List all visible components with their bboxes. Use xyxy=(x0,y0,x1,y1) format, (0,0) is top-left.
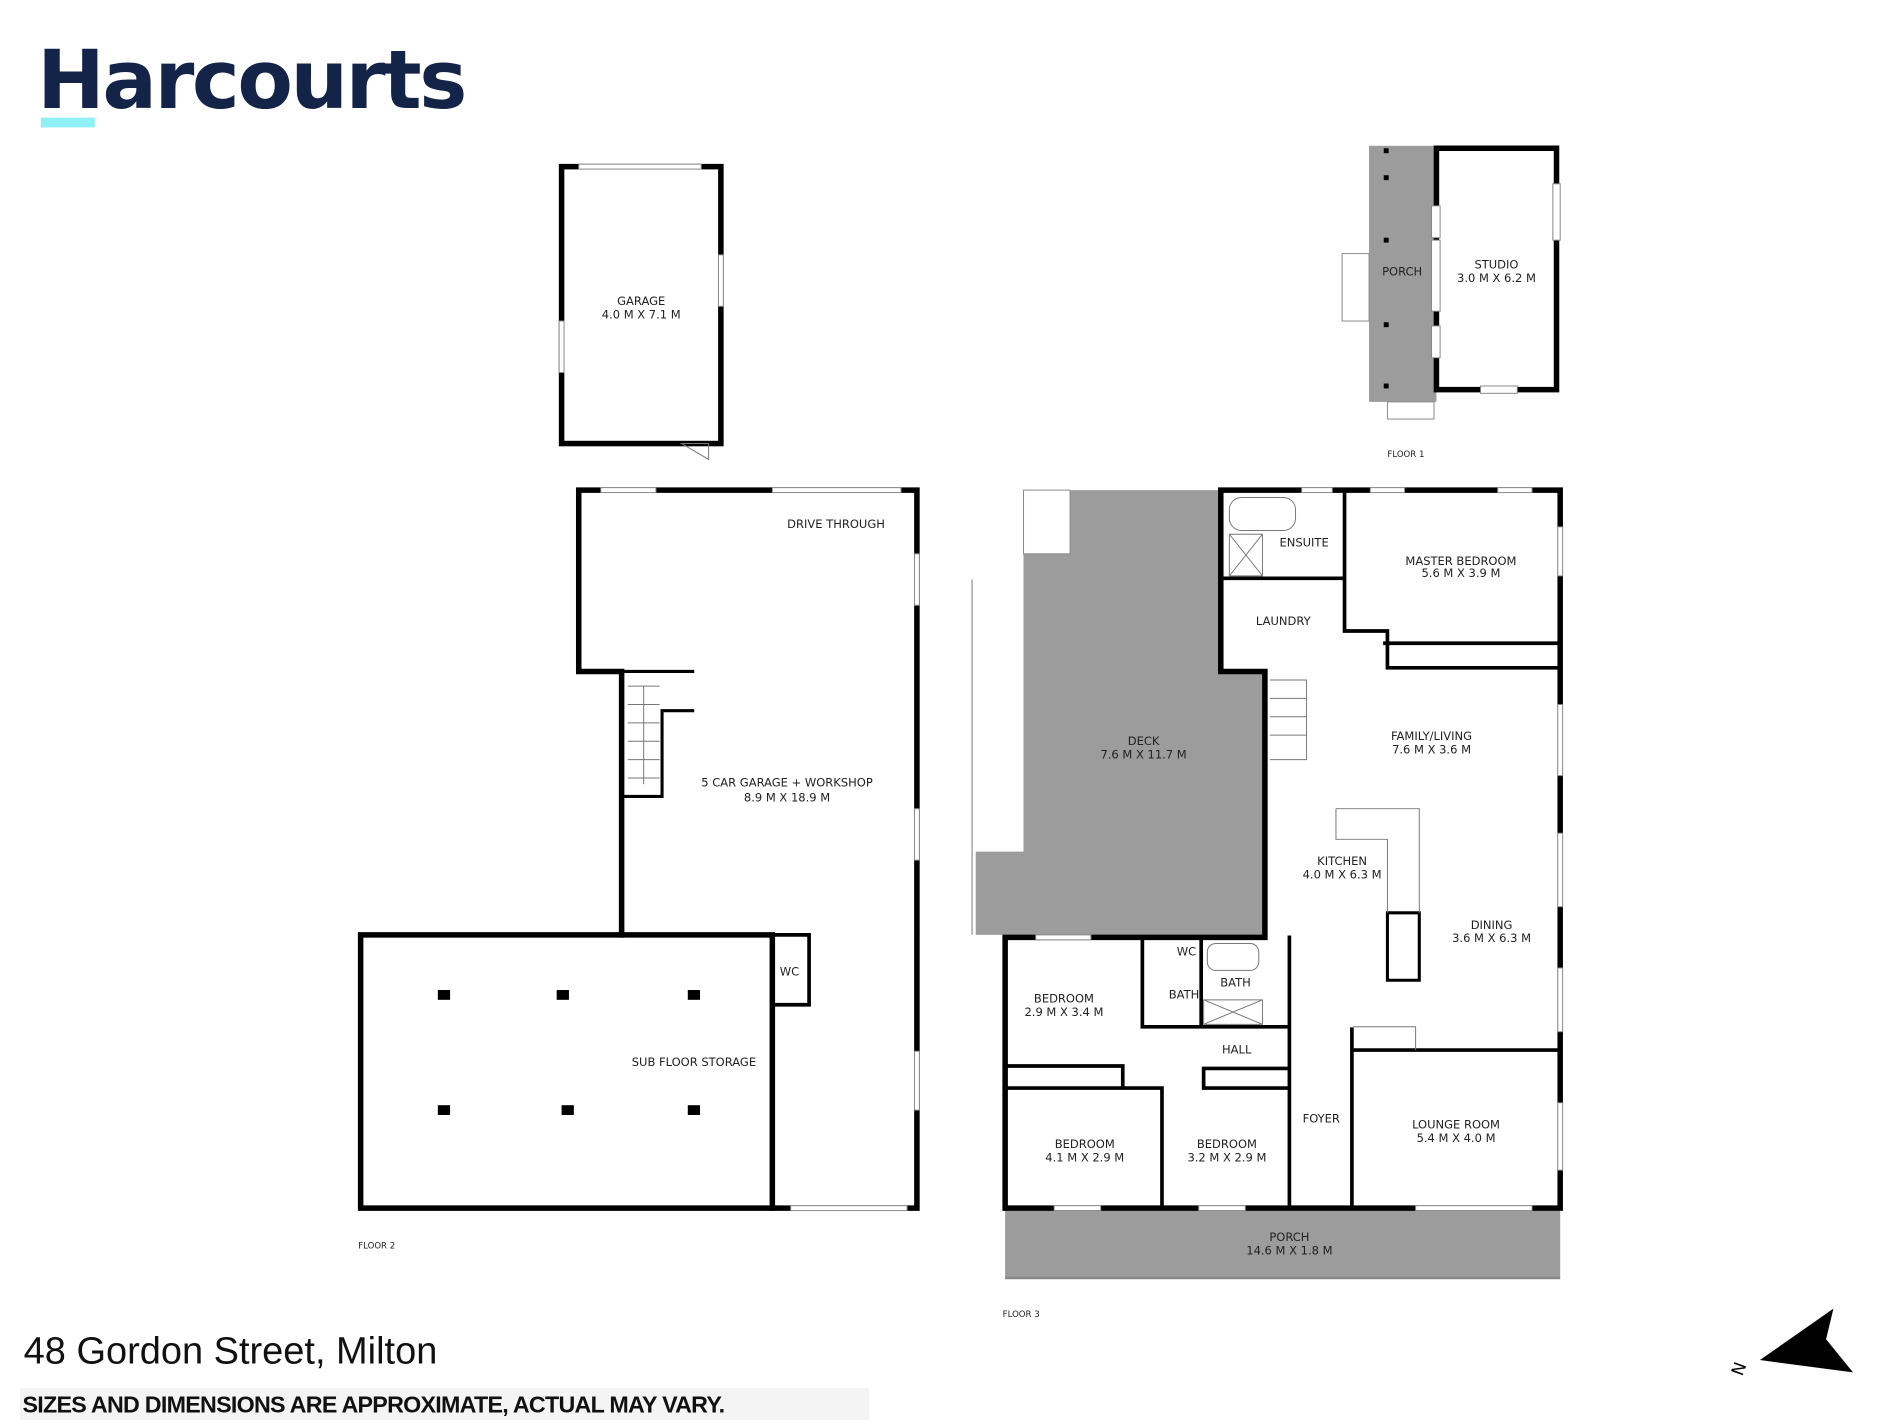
room-size: 4.0 M X 6.3 M xyxy=(1303,868,1382,882)
room-label: STUDIO xyxy=(1474,257,1518,271)
room-label: KITCHEN xyxy=(1317,854,1367,868)
room-label: FAMILY/LIVING xyxy=(1391,729,1472,743)
property-address: 48 Gordon Street, Milton xyxy=(24,1331,438,1373)
room-label: WC xyxy=(780,964,799,978)
room-label: LOUNGE ROOM xyxy=(1412,1117,1500,1131)
floor-1: PORCH STUDIO 3.0 M X 6.2 M FLOOR 1 xyxy=(1341,145,1561,460)
logo-underline xyxy=(40,117,95,128)
room-size: 8.9 M X 18.9 M xyxy=(744,790,830,804)
disclaimer: SIZES AND DIMENSIONS ARE APPROXIMATE, AC… xyxy=(22,1392,724,1418)
room-label: PORCH xyxy=(1269,1230,1309,1244)
room-label: PORCH xyxy=(1382,265,1422,279)
room-size: 7.6 M X 3.6 M xyxy=(1392,743,1471,757)
room-label: DINING xyxy=(1471,918,1513,932)
room-size: 2.9 M X 3.4 M xyxy=(1024,1005,1103,1019)
room-size: 5.4 M X 4.0 M xyxy=(1417,1131,1496,1145)
room-size: 4.1 M X 2.9 M xyxy=(1045,1151,1124,1165)
room-label: DRIVE THROUGH xyxy=(787,517,885,531)
room-size: 3.2 M X 2.9 M xyxy=(1187,1151,1266,1165)
room-label: DECK xyxy=(1128,734,1160,748)
room-label: GARAGE xyxy=(617,294,665,308)
room-label: HALL xyxy=(1222,1043,1252,1057)
room-label: BATH xyxy=(1169,988,1200,1002)
floor-2: DRIVE THROUGH 5 CAR GARAGE + WORKSHOP 8.… xyxy=(357,487,920,1252)
north-arrow-icon: N xyxy=(1728,1308,1854,1379)
room-label: ENSUITE xyxy=(1279,535,1328,549)
room-label: BATH xyxy=(1220,975,1251,989)
room-size: 7.6 M X 11.7 M xyxy=(1100,747,1186,761)
floor-3: DECK 7.6 M X 11.7 M ENSUITE LAUNDRY MAST… xyxy=(971,487,1564,1320)
room-label: FOYER xyxy=(1303,1111,1340,1125)
room-label: LAUNDRY xyxy=(1256,614,1312,628)
room-size: 3.0 M X 6.2 M xyxy=(1457,271,1536,285)
svg-text:Harcourts: Harcourts xyxy=(37,34,465,128)
detached-garage: GARAGE 4.0 M X 7.1 M xyxy=(558,163,724,461)
room-size: 5.6 M X 3.9 M xyxy=(1421,566,1500,580)
floor-label: FLOOR 3 xyxy=(1003,1310,1040,1320)
room-label: BEDROOM xyxy=(1034,991,1094,1005)
room-label: BEDROOM xyxy=(1055,1137,1115,1151)
compass-letter: N xyxy=(1728,1360,1751,1379)
room-size: 4.0 M X 7.1 M xyxy=(602,308,681,322)
room-label: 5 CAR GARAGE + WORKSHOP xyxy=(701,776,873,790)
room-label: MASTER BEDROOM xyxy=(1405,554,1516,568)
room-label: BEDROOM xyxy=(1197,1137,1257,1151)
room-label: WC xyxy=(1177,945,1196,959)
harcourts-logo: Harcourts xyxy=(37,34,467,128)
room-size: 14.6 M X 1.8 M xyxy=(1246,1244,1332,1258)
disclaimer-background xyxy=(20,1388,870,1421)
floor-label: FLOOR 1 xyxy=(1387,450,1424,460)
floor-label: FLOOR 2 xyxy=(358,1242,395,1252)
room-size: 3.6 M X 6.3 M xyxy=(1452,931,1531,945)
room-label: SUB FLOOR STORAGE xyxy=(632,1055,756,1069)
